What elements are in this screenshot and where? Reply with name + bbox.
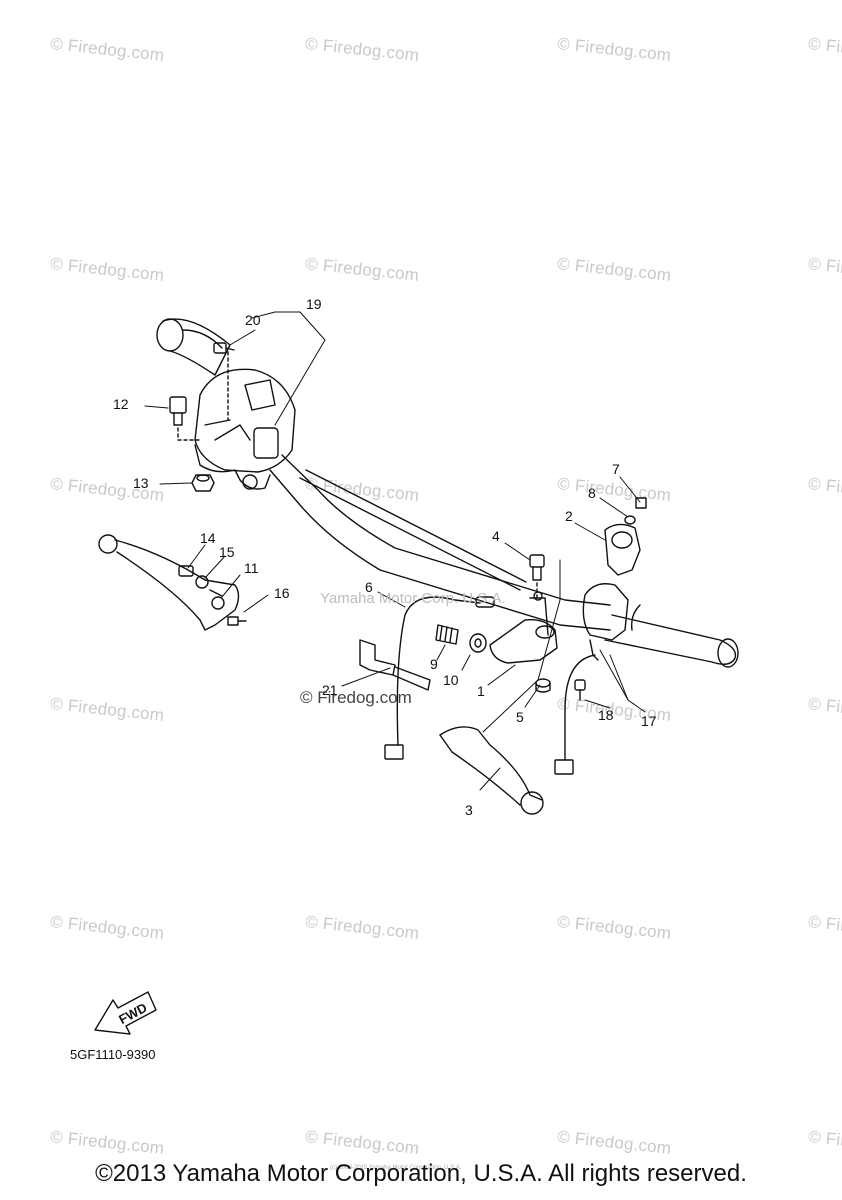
callout-14: 14 [200, 530, 216, 546]
bolt-4 [529, 554, 545, 601]
callout-5: 5 [516, 709, 524, 725]
handlebar-tube [269, 454, 611, 631]
bolt-20 [213, 342, 235, 421]
callout-3: 3 [465, 802, 473, 818]
callout-7: 7 [612, 461, 620, 477]
holder-2 [604, 523, 641, 576]
nut-13 [191, 474, 215, 492]
callout-20: 20 [245, 312, 261, 328]
bolt-14 [178, 565, 194, 577]
copyright-notice: ©2013 Yamaha Motor Corporation, U.S.A. A… [95, 1160, 747, 1187]
callout-19: 19 [306, 296, 322, 312]
nut-15 [195, 575, 209, 589]
screw-18 [574, 679, 586, 701]
washer-10 [469, 633, 487, 653]
left-lever [98, 534, 240, 631]
callout-4: 4 [492, 528, 500, 544]
callout-18: 18 [598, 707, 614, 723]
callout-17: 17 [641, 713, 657, 729]
diagram-part-code: 5GF1110-9390 [70, 1047, 156, 1062]
callout-1: 1 [477, 683, 485, 699]
bolt-12 [169, 396, 201, 441]
callout-13: 13 [133, 475, 149, 491]
left-switch-housing [194, 368, 296, 473]
right-switch-wire [554, 654, 596, 775]
fwd-arrow-icon [94, 991, 157, 1035]
callout-6: 6 [365, 579, 373, 595]
nut-5 [535, 678, 551, 693]
callout-15: 15 [219, 544, 235, 560]
callout-8: 8 [588, 485, 596, 501]
right-switch [582, 583, 629, 661]
screw-7 [635, 497, 647, 509]
right-brake-lever [439, 726, 544, 815]
left-bracket [194, 444, 271, 490]
diagram-watermark: © Firedog.com [300, 688, 412, 707]
callout-10: 10 [443, 672, 459, 688]
callout-21: 21 [322, 682, 338, 698]
callout-9: 9 [430, 656, 438, 672]
center-watermark: Yamaha Motor Corp. U.S.A. [320, 590, 506, 607]
callout-12: 12 [113, 396, 129, 412]
right-grip [604, 604, 739, 668]
screw-16 [227, 616, 247, 626]
right-lever-holder [489, 591, 558, 664]
washer-8 [624, 515, 636, 525]
callout-11: 11 [244, 560, 259, 576]
spring-9 [435, 624, 459, 645]
leader-lines [144, 311, 646, 791]
footer-small-print: (c) 2000-2015 Yamaha Motor Corporation, … [330, 1165, 462, 1171]
left-grip [156, 318, 231, 376]
callout-2: 2 [565, 508, 573, 524]
cable-clamp-21 [359, 639, 431, 691]
callout-16: 16 [274, 585, 290, 601]
brake-switch-cable [384, 596, 495, 760]
